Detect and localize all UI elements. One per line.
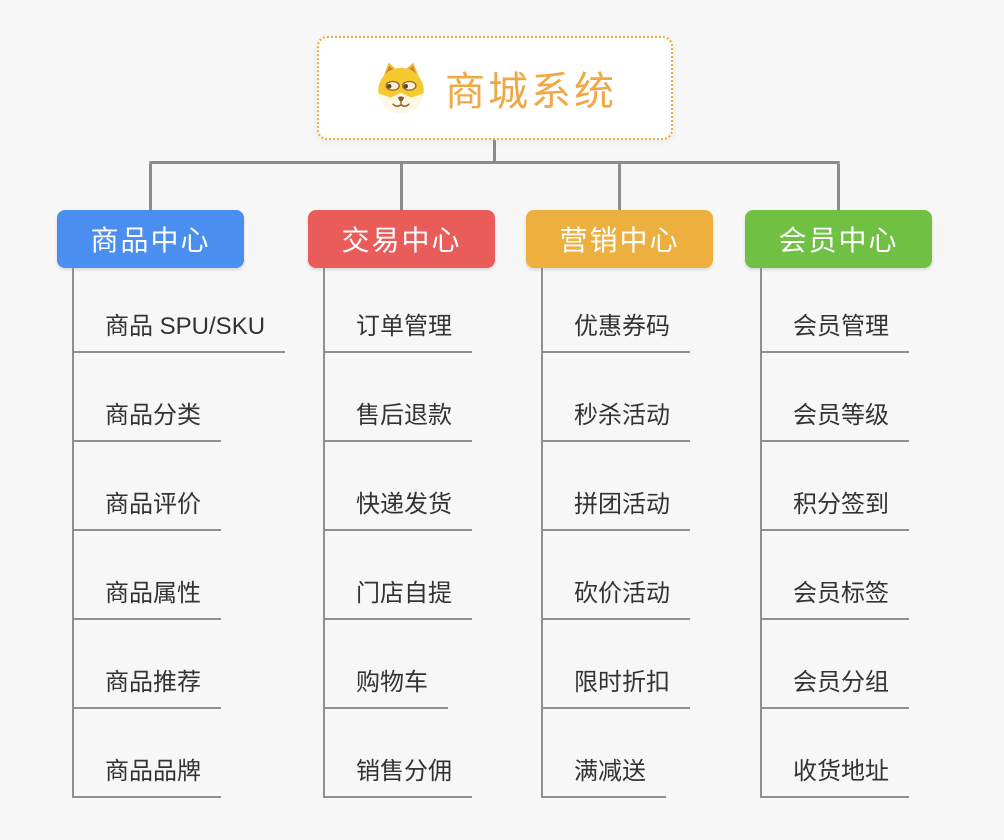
- child-node-row: 商品分类: [72, 353, 285, 442]
- child-node[interactable]: 秒杀活动: [541, 402, 690, 442]
- child-node-row: 会员标签: [760, 531, 909, 620]
- child-node[interactable]: 收货地址: [760, 758, 909, 798]
- child-node[interactable]: 商品分类: [72, 402, 221, 442]
- connector-branch-drop: [618, 164, 621, 210]
- child-node[interactable]: 砍价活动: [541, 580, 690, 620]
- child-node-row: 售后退款: [323, 353, 472, 442]
- child-node[interactable]: 拼团活动: [541, 491, 690, 531]
- branch-connector-line: [541, 268, 543, 798]
- child-node-row: 满减送: [541, 709, 690, 798]
- child-node[interactable]: 会员管理: [760, 313, 909, 353]
- branch-node[interactable]: 营销中心: [526, 210, 713, 268]
- child-node-row: 会员等级: [760, 353, 909, 442]
- child-node-row: 门店自提: [323, 531, 472, 620]
- branch-items: 商品 SPU/SKU 商品分类商品评价商品属性商品推荐商品品牌: [72, 268, 286, 798]
- child-node[interactable]: 满减送: [541, 758, 666, 798]
- child-node-row: 会员管理: [760, 268, 909, 353]
- dog-face-icon: [378, 62, 424, 114]
- child-node[interactable]: 优惠券码: [541, 313, 690, 353]
- child-node[interactable]: 门店自提: [323, 580, 472, 620]
- child-node-row: 积分签到: [760, 442, 909, 531]
- branch-items: 订单管理售后退款快递发货门店自提购物车销售分佣: [323, 268, 472, 798]
- branch-connector-line: [760, 268, 762, 798]
- child-node-row: 会员分组: [760, 620, 909, 709]
- connector-root-drop: [493, 140, 496, 162]
- connector-branch-drop: [149, 164, 152, 210]
- child-node[interactable]: 销售分佣: [323, 758, 472, 798]
- branch-items: 优惠券码秒杀活动拼团活动砍价活动限时折扣满减送: [541, 268, 690, 798]
- root-node[interactable]: 商城系统: [317, 36, 673, 140]
- branch-node[interactable]: 商品中心: [57, 210, 244, 268]
- child-node[interactable]: 限时折扣: [541, 669, 690, 709]
- branch-node[interactable]: 交易中心: [308, 210, 495, 268]
- child-node-row: 销售分佣: [323, 709, 472, 798]
- branch-node[interactable]: 会员中心: [745, 210, 932, 268]
- child-node-row: 商品品牌: [72, 709, 285, 798]
- child-node-row: 快递发货: [323, 442, 472, 531]
- branch-connector-line: [72, 268, 74, 798]
- connector-horizontal-bus: [149, 161, 840, 164]
- child-node[interactable]: 商品品牌: [72, 758, 221, 798]
- child-node[interactable]: 快递发货: [323, 491, 472, 531]
- child-node[interactable]: 购物车: [323, 669, 448, 709]
- child-node-row: 拼团活动: [541, 442, 690, 531]
- child-node[interactable]: 会员等级: [760, 402, 909, 442]
- connector-branch-drop: [400, 164, 403, 210]
- child-node-row: 收货地址: [760, 709, 909, 798]
- branch-connector-line: [323, 268, 325, 798]
- child-node-row: 秒杀活动: [541, 353, 690, 442]
- child-node[interactable]: 售后退款: [323, 402, 472, 442]
- branch-items: 会员管理会员等级积分签到会员标签会员分组收货地址: [760, 268, 909, 798]
- child-node-row: 商品属性: [72, 531, 285, 620]
- connector-branch-drop: [837, 164, 840, 210]
- child-node-row: 商品评价: [72, 442, 285, 531]
- child-node[interactable]: 订单管理: [323, 313, 472, 353]
- child-node[interactable]: 商品推荐: [72, 669, 221, 709]
- child-node[interactable]: 会员标签: [760, 580, 909, 620]
- child-node-row: 限时折扣: [541, 620, 690, 709]
- child-node[interactable]: 会员分组: [760, 669, 909, 709]
- child-node-row: 砍价活动: [541, 531, 690, 620]
- child-node[interactable]: 积分签到: [760, 491, 909, 531]
- child-node-row: 购物车: [323, 620, 472, 709]
- child-node-row: 商品 SPU/SKU: [72, 268, 286, 353]
- child-node-row: 优惠券码: [541, 268, 690, 353]
- root-node-title: 商城系统: [445, 70, 617, 114]
- child-node[interactable]: 商品 SPU/SKU: [72, 313, 286, 353]
- child-node-row: 订单管理: [323, 268, 472, 353]
- child-node[interactable]: 商品评价: [72, 491, 221, 531]
- child-node-row: 商品推荐: [72, 620, 285, 709]
- child-node[interactable]: 商品属性: [72, 580, 221, 620]
